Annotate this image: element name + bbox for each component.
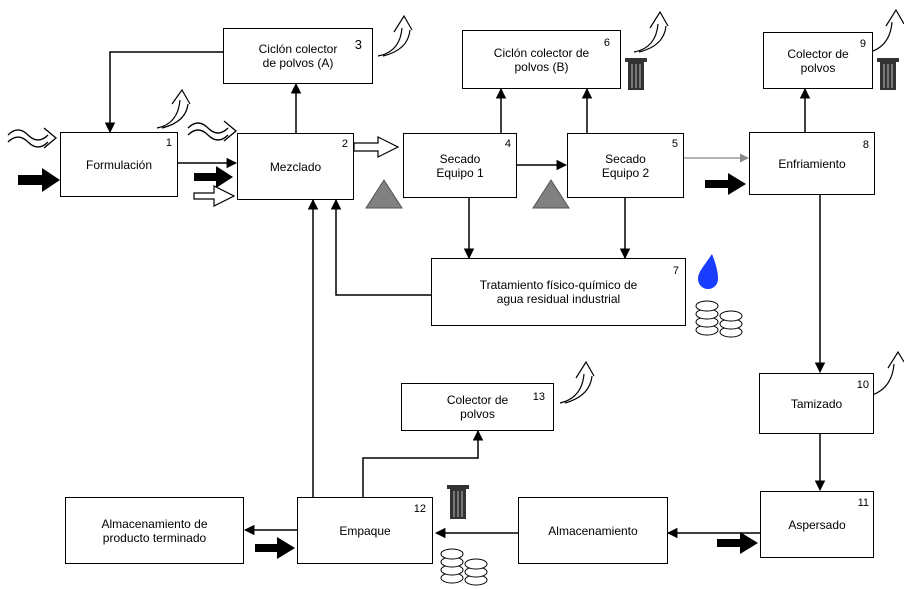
box-secado-2: Secado Equipo 2 5 [567,133,684,198]
box-tratamiento: Tratamiento físico-químico de agua resid… [431,258,686,326]
sediment-triangle-icon [532,179,570,209]
step-number: 5 [671,138,678,150]
air-input-icon [187,120,238,142]
emission-arrow-icon [869,8,904,53]
step-number: 3 [354,37,362,52]
box-label: Empaque [339,523,391,538]
box-label: Colector de polvos [787,46,849,75]
step-number: 10 [856,379,869,391]
material-input-arrow-icon [18,168,60,192]
water-input-arrow-icon [193,185,236,207]
connector-tratamiento-mezclado [330,198,431,296]
emission-arrow-icon [559,360,595,404]
box-label: Almacenamiento [548,523,638,538]
step-number: 6 [603,37,610,49]
box-ciclon-b: Ciclón colector de polvos (B) 6 [462,30,621,89]
box-label: Secado Equipo 1 [436,151,484,180]
step-number: 7 [672,265,679,277]
box-label: Colector de polvos [446,393,509,421]
step-number: 13 [532,391,545,403]
trash-bin-icon [625,58,647,90]
box-label: Mezclado [269,159,322,174]
box-ciclon-a: Ciclón colector de polvos (A) 3 [223,28,373,84]
trash-bin-icon [447,485,469,519]
step-number: 4 [504,138,511,150]
coins-stack-icon [695,300,743,338]
emission-arrow-icon [156,88,191,129]
step-number: 11 [857,497,869,509]
box-label: Tratamiento físico-químico de agua resid… [479,278,638,306]
connector-ciclon-a-formulacion [104,51,223,134]
box-mezclado: Mezclado 2 [237,133,354,200]
box-label: Enfriamiento [778,156,846,171]
material-input-arrow-icon [255,537,295,559]
material-input-arrow-icon [194,166,233,188]
box-label: Ciclón colector de polvos (B) [493,45,590,74]
box-label: Tamizado [790,396,843,411]
water-drop-icon [698,254,718,289]
box-almacenamiento-producto-terminado: Almacenamiento de producto terminado [65,497,244,564]
box-label: Formulación [85,157,153,172]
connector-empaque-colector13 [362,429,484,497]
sediment-triangle-icon [365,179,403,209]
trash-bin-icon [877,58,899,90]
step-number: 12 [413,503,426,515]
coins-stack-icon [440,548,488,586]
box-tamizado: Tamizado 10 [759,373,874,434]
emission-arrow-icon [871,350,904,396]
box-empaque: Empaque 12 [297,497,433,564]
box-formulacion: Formulación 1 [60,132,178,197]
step-number: 8 [862,139,869,151]
emission-arrow-icon [633,10,669,53]
material-input-arrow-icon [717,532,758,554]
step-number: 1 [165,137,172,149]
step-number: 9 [859,38,866,50]
box-almacenamiento: Almacenamiento [518,497,668,564]
box-colector-13: Colector de polvos 13 [401,383,554,431]
box-label: Almacenamiento de producto terminado [101,516,208,545]
box-secado-1: Secado Equipo 1 4 [403,133,517,198]
water-input-arrow-icon [353,136,400,158]
box-label: Ciclón colector de polvos (A) [258,42,338,70]
material-input-arrow-icon [705,173,746,195]
step-number: 2 [341,138,348,150]
box-enfriamiento: Enfriamiento 8 [749,132,875,195]
box-colector-9: Colector de polvos 9 [763,32,873,89]
emission-arrow-icon [377,14,413,57]
box-aspersado: Aspersado 11 [760,491,874,558]
air-input-icon [7,127,58,149]
box-label: Aspersado [788,517,846,532]
box-label: Secado Equipo 2 [601,151,650,180]
